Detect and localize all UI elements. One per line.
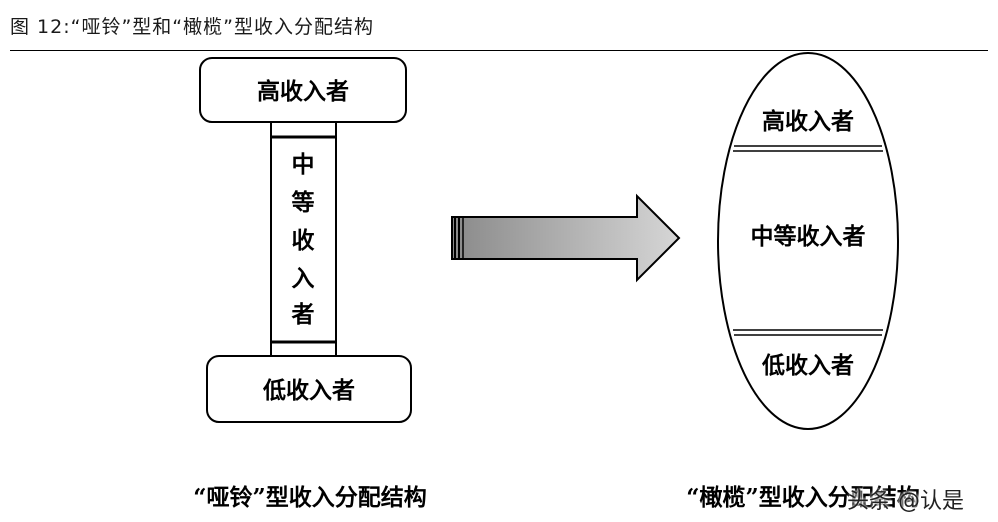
dumbbell-middle-char: 入 [292,265,315,292]
transition-arrow [451,193,681,283]
olive-bottom-label: 低收入者 [761,352,854,379]
olive-top-label: 高收入者 [762,108,854,135]
dumbbell-top-label: 高收入者 [257,78,349,105]
dumbbell-middle-char: 收 [292,227,315,254]
dumbbell-middle-bar [270,121,337,357]
olive-middle-label: 中等收入者 [751,223,866,250]
dumbbell-caption: “哑铃”型收入分配结构 [193,484,426,511]
watermark: 头条 @认是 [847,489,964,514]
dumbbell-middle-char: 等 [292,189,315,216]
dumbbell-bottom-label: 低收入者 [262,377,355,404]
dumbbell-middle-char: 中 [292,151,315,178]
dumbbell-middle-char: 者 [291,301,315,328]
title-divider [10,50,988,51]
olive-caption: “橄榄”型收入分配结构 [686,484,919,511]
dumbbell-bottom-box [206,355,412,423]
figure-title: 图 12:“哑铃”型和“橄榄”型收入分配结构 [10,16,374,38]
